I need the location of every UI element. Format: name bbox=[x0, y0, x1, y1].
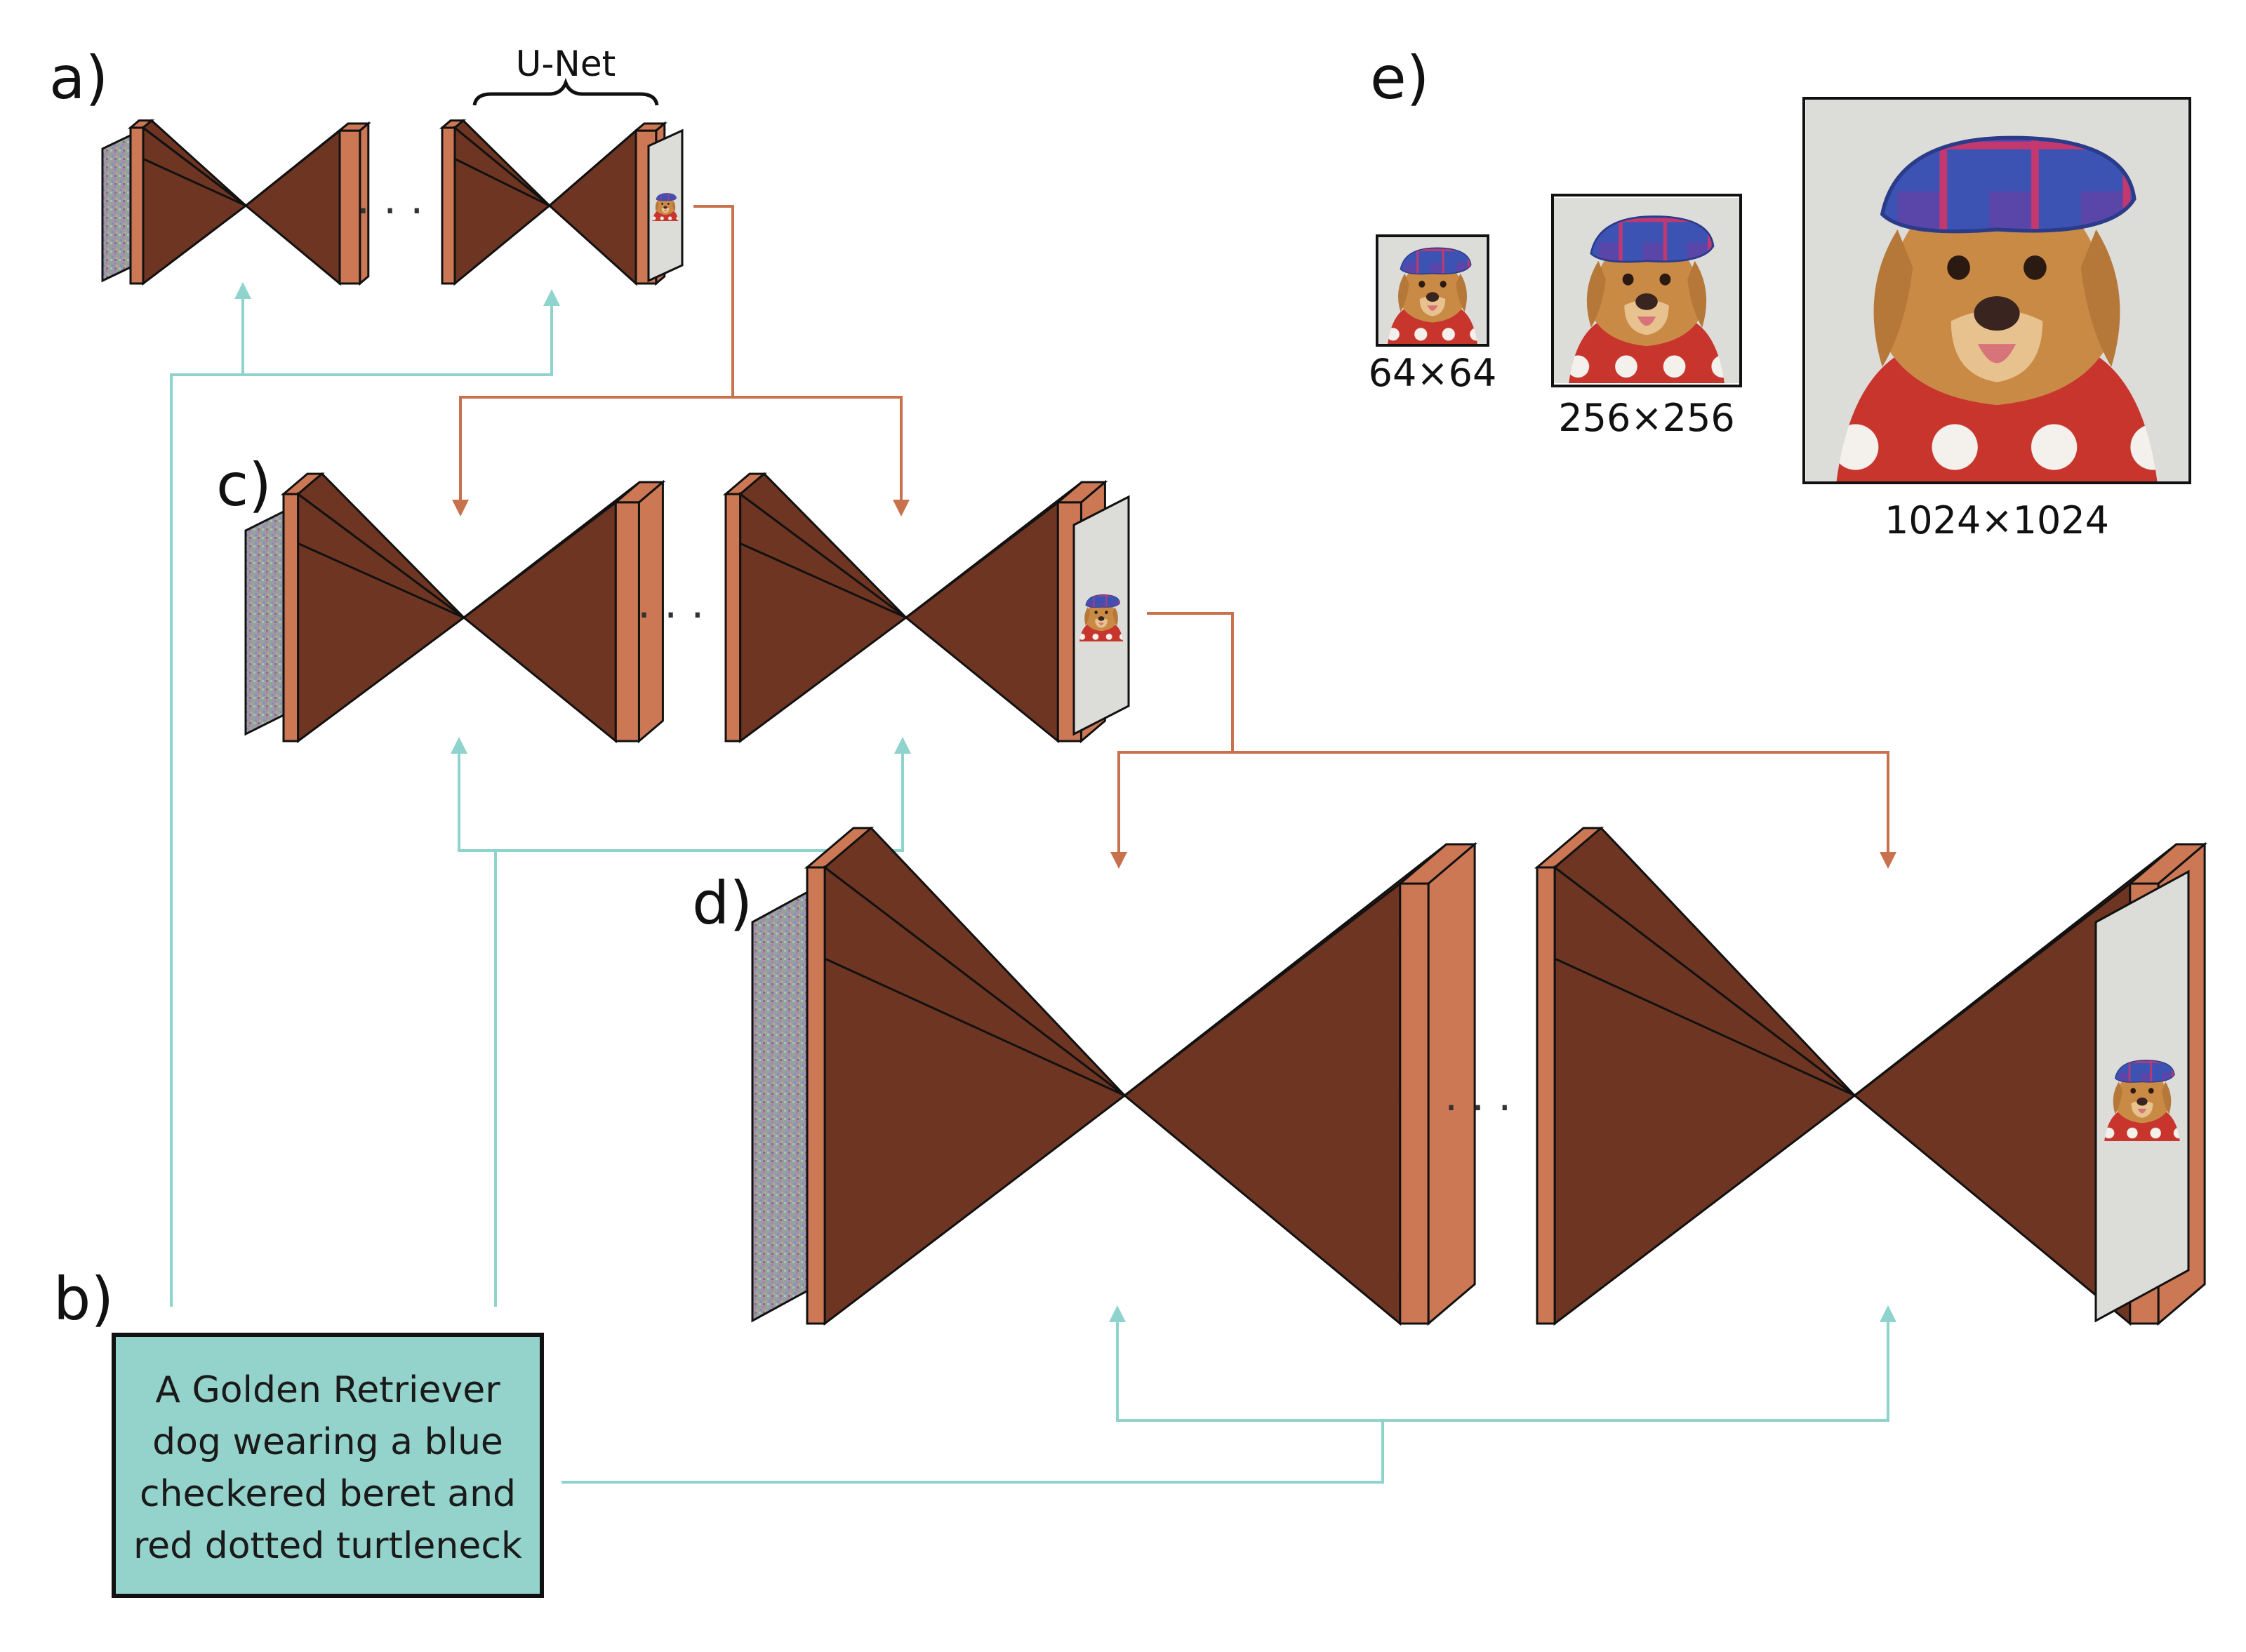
ellipsis-c: . . . bbox=[637, 579, 704, 628]
unet-a1-input-slab bbox=[129, 126, 145, 285]
unet-a1-output-slab bbox=[338, 129, 361, 285]
teal-arrow-to-c-right bbox=[496, 737, 911, 852]
unet-d1-input-slab bbox=[806, 866, 826, 1325]
unet-c2-encoder-crease bbox=[740, 542, 907, 619]
dog-image-64 bbox=[1378, 237, 1487, 344]
unet-d1-encoder-crease bbox=[824, 957, 1126, 1097]
connectors bbox=[170, 205, 1896, 1484]
unet-a1 bbox=[127, 119, 371, 286]
panel-label-a: a) bbox=[49, 44, 108, 112]
prompt-line-2: dog wearing a blue bbox=[152, 1421, 503, 1463]
output-image-d bbox=[2094, 870, 2190, 1323]
output-image-a bbox=[647, 128, 684, 283]
unet-d2-input-slab bbox=[1536, 866, 1556, 1325]
text-prompt-box: A Golden Retriever dog wearing a blue ch… bbox=[112, 1333, 544, 1598]
prompt-line-1: A Golden Retriever bbox=[155, 1369, 500, 1411]
unet-a1-encoder-crease bbox=[142, 158, 246, 207]
unet-d1-output-slab bbox=[1399, 882, 1430, 1325]
resolution-samples: 64×64 256×256 1024×1024 bbox=[1369, 97, 2191, 542]
prompt-line-3: checkered beret and bbox=[140, 1473, 516, 1515]
dog-image-a bbox=[650, 189, 681, 222]
unet-c1-output-slab bbox=[614, 501, 640, 742]
unet-a2 bbox=[439, 119, 667, 286]
teal-arrow-to-a-right bbox=[243, 289, 560, 376]
sample-256: 256×256 bbox=[1551, 194, 1742, 440]
panel-label-b: b) bbox=[53, 1265, 114, 1333]
teal-arrow-to-d-right bbox=[1383, 1305, 1896, 1422]
prompt-line-4: red dotted turtleneck bbox=[133, 1525, 522, 1567]
panel-label-d: d) bbox=[692, 869, 752, 938]
unet-a1-encoder bbox=[142, 125, 248, 286]
unet-c1-encoder-top bbox=[296, 472, 465, 619]
unet-stages bbox=[101, 119, 2208, 1326]
dog-image-c bbox=[1075, 588, 1127, 643]
unet-c1-input-slab bbox=[282, 493, 300, 742]
unet-c1-encoder-crease bbox=[298, 542, 465, 619]
unet-c2-decoder bbox=[904, 500, 1059, 744]
unet-brace bbox=[472, 77, 659, 106]
orange-arrow-a-to-c-right bbox=[733, 396, 910, 517]
unet-d2-encoder-top bbox=[1553, 826, 1856, 1097]
panel-label-c: c) bbox=[216, 451, 272, 519]
unet-c2-input-slab bbox=[724, 493, 742, 742]
unet-a1-encoder-top bbox=[141, 119, 247, 207]
unet-a2-encoder-top bbox=[453, 119, 550, 207]
unet-d2-encoder-crease bbox=[1554, 957, 1856, 1097]
unet-a2-encoder bbox=[453, 125, 552, 286]
unet-d1 bbox=[804, 826, 1478, 1326]
dog-image-d bbox=[2097, 1051, 2187, 1141]
ellipsis-a: . . . bbox=[357, 175, 423, 224]
unet-label: U-Net bbox=[516, 44, 616, 84]
sample-64: 64×64 bbox=[1369, 234, 1497, 395]
resolution-label-1024: 1024×1024 bbox=[1885, 498, 2109, 542]
dog-image-256 bbox=[1554, 196, 1739, 385]
unet-a2-decoder bbox=[547, 128, 637, 286]
unet-c1 bbox=[280, 472, 666, 744]
teal-arrow-to-c-left bbox=[451, 737, 497, 1307]
panel-label-e: e) bbox=[1370, 44, 1429, 112]
ellipsis-d: . . . bbox=[1444, 1072, 1511, 1121]
unet-d1-encoder-top bbox=[823, 826, 1126, 1097]
unet-a2-input-slab bbox=[441, 126, 456, 285]
unet-c2 bbox=[722, 472, 1108, 744]
orange-arrow-c-to-d-right bbox=[1232, 751, 1896, 869]
sample-1024: 1024×1024 bbox=[1802, 97, 2191, 542]
unet-a2-encoder-crease bbox=[454, 158, 550, 207]
unet-d1-decoder bbox=[1122, 881, 1402, 1326]
teal-arrow-to-d-left bbox=[562, 1305, 1384, 1484]
resolution-label-64: 64×64 bbox=[1369, 351, 1497, 395]
orange-arrow-c-to-d-left bbox=[1110, 612, 1234, 869]
orange-arrow-a-to-c-left bbox=[452, 205, 734, 517]
resolution-label-256: 256×256 bbox=[1558, 396, 1734, 440]
unet-d2-decoder bbox=[1852, 881, 2132, 1326]
unet-c2-encoder-top bbox=[738, 472, 907, 619]
unet-c1-encoder bbox=[297, 492, 466, 743]
teal-arrow-to-a-left bbox=[170, 282, 251, 1307]
unet-c2-encoder bbox=[739, 492, 908, 743]
unet-c1-decoder bbox=[462, 500, 617, 744]
dog-image-1024 bbox=[1806, 100, 2188, 481]
unet-a1-decoder bbox=[244, 128, 341, 286]
output-image-c bbox=[1072, 495, 1130, 736]
